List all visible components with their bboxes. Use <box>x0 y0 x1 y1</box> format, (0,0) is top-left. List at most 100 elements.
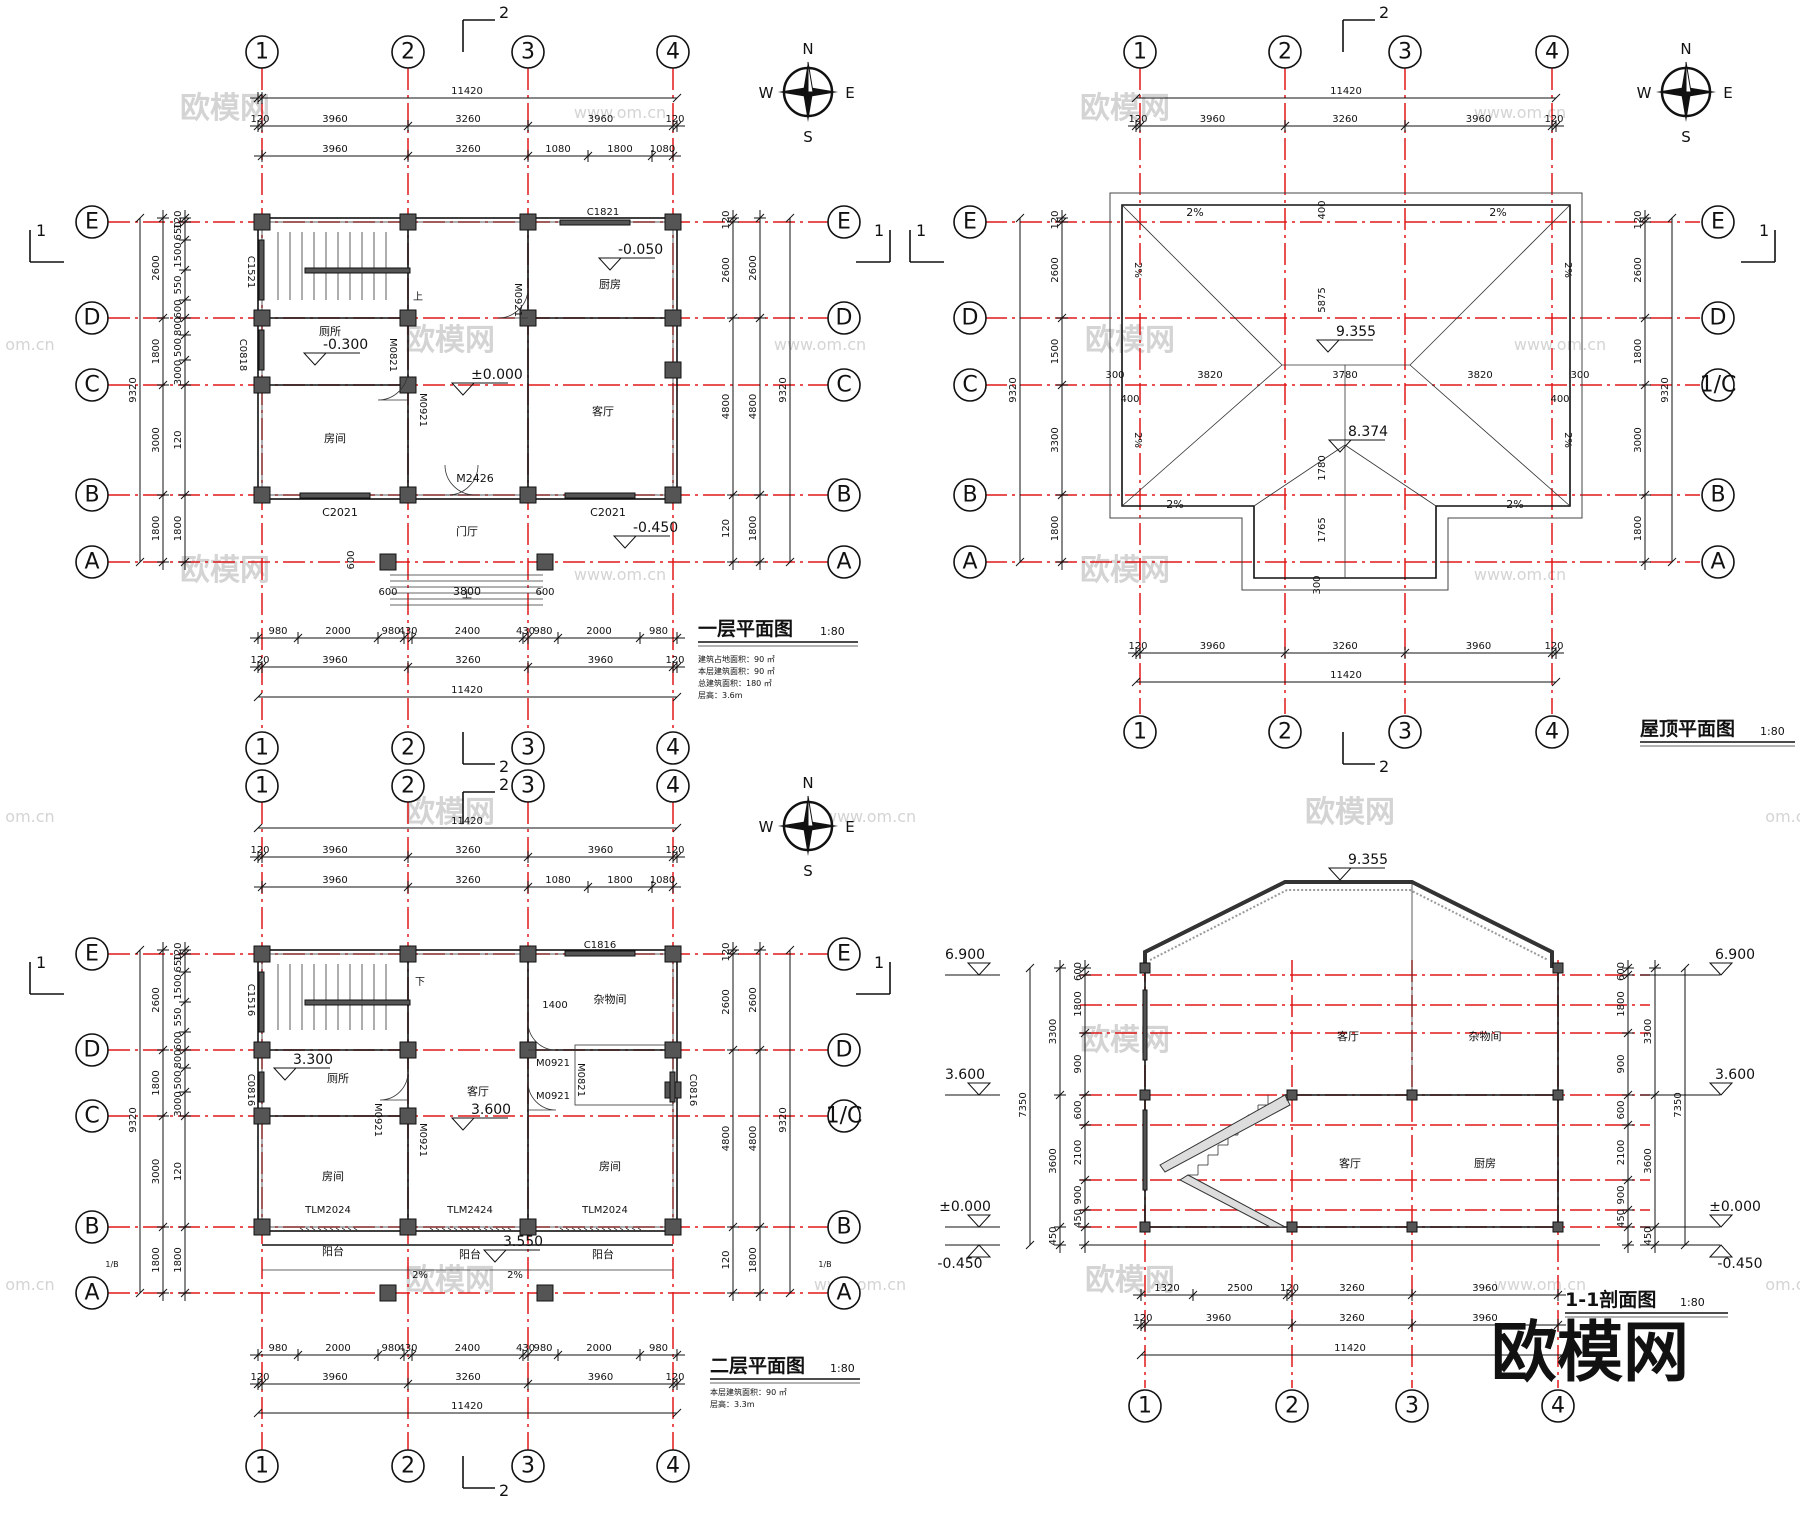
roof-bubble-row-E-circle <box>1701 205 1735 239</box>
dim-tick <box>1015 557 1025 567</box>
plan2-dim-overall-bot-value: 11420 <box>451 1401 483 1412</box>
plan2-dim-top1-value: 3960 <box>322 845 347 856</box>
roof-slope-label: 2% <box>1132 432 1143 448</box>
plan2-room-storage: 杂物间 <box>594 992 627 1006</box>
section-dim-right1-value: 600 <box>1616 962 1627 981</box>
plan2-dim-bot1-value: 980 <box>381 1343 400 1354</box>
plan1-dim-bot1-value: 2000 <box>586 626 611 637</box>
roof-section-mark-left-num: 1 <box>916 221 926 240</box>
plan2-bubble-row-C-text: C <box>84 1104 99 1129</box>
section-title: 1-1剖面图 <box>1565 1288 1656 1311</box>
dim-tick <box>1015 213 1025 223</box>
plan2-bubble-row-D-text: D <box>84 1038 101 1063</box>
roof-bubble-col-2-text: 2 <box>1278 720 1292 745</box>
plan1-dim-top2-value: 1080 <box>545 144 570 155</box>
roof-slope-label: 2% <box>1166 498 1183 511</box>
plan1-tag-c2021b: C2021 <box>590 506 626 519</box>
plan2-bubble-col-4-text: 4 <box>666 774 680 799</box>
dimension-lines <box>135 92 1720 1418</box>
plan2-bubble-col-1-circle <box>245 769 279 803</box>
plan1-dim-bot1-value: 980 <box>533 626 552 637</box>
plan1-bubble-col-3-circle <box>511 35 545 69</box>
roof-dim-bot-value: 3260 <box>1332 641 1357 652</box>
dim-tick <box>1680 1240 1690 1250</box>
column <box>399 213 417 231</box>
section-bubble-col-3-circle <box>1395 1389 1429 1423</box>
door-swing <box>377 369 409 401</box>
roof-bubble-row-C-text: 1/C <box>1700 373 1737 398</box>
column <box>519 1218 537 1236</box>
roof-dim-right-value: 2600 <box>1633 257 1644 282</box>
column <box>253 213 271 231</box>
line <box>465 1227 470 1231</box>
roof-bubble-row-A: A <box>1701 545 1735 579</box>
plan2-stair-down: 下 <box>415 977 425 988</box>
roof-bubble-row-E-circle <box>953 205 987 239</box>
roof-bubble-row-A-circle <box>1701 545 1735 579</box>
plan2-room-bedroom-left: 房间 <box>322 1170 344 1183</box>
plan2-dim-right1-value: 4800 <box>721 1126 732 1151</box>
roof-bubble-col-1-text: 1 <box>1133 40 1147 65</box>
plan1-tag-c1821: C1821 <box>587 207 619 218</box>
plan1-tag-c2021a: C2021 <box>322 506 358 519</box>
plan1-bubble-col-1-circle <box>245 731 279 765</box>
column <box>519 945 537 963</box>
door-swing <box>497 287 529 319</box>
roof-dim-bot-value: 3960 <box>1466 641 1491 652</box>
roof-slope-label: 2% <box>1132 262 1143 278</box>
section-bubble-col-1-text: 1 <box>1138 1394 1152 1419</box>
plan2-bubble-col-1: 1 <box>245 769 279 803</box>
plan2-tag-tlm2424: TLM2424 <box>446 1205 493 1216</box>
section-dim-bot1-value: 1320 <box>1154 1283 1179 1294</box>
plan1-bubble-row-E: E <box>827 205 861 239</box>
roof-hip-line <box>1344 444 1437 507</box>
line <box>453 1227 458 1231</box>
dim-tick <box>253 93 263 103</box>
roof-dim: 3820 <box>1467 370 1492 381</box>
section-bubble-col-2-circle <box>1275 1389 1309 1423</box>
roof-elev-low: 8.374 <box>1348 424 1388 440</box>
plan2-bubble-row-A: A <box>75 1276 109 1310</box>
plan2-dim-top1-value: 120 <box>250 845 269 856</box>
plan2-dim-bot1-value: 430 <box>516 1343 535 1354</box>
column <box>253 1218 271 1236</box>
roof-dim-right-value: 1800 <box>1633 516 1644 541</box>
roof-elev-top: 9.355 <box>1336 324 1376 340</box>
plan2-bubble-row-B: B <box>75 1210 109 1244</box>
column <box>399 1041 417 1059</box>
plan1-bubble-row-D-circle <box>827 301 861 335</box>
roof-dim-overall-bot-value: 11420 <box>1330 670 1362 681</box>
plan2-bubble-col-1-text: 1 <box>255 774 269 799</box>
column <box>536 553 554 571</box>
dim-tick <box>672 692 682 702</box>
plan1-elev-main: ±0.000 <box>471 367 523 383</box>
plan2-bubble-row-C-circle <box>827 1099 861 1133</box>
plan1-dim-left2-value: 3000 <box>151 427 162 452</box>
line <box>495 1227 500 1231</box>
section-dim-left1-value: 2100 <box>1073 1140 1084 1165</box>
section-dim-left1-value: 900 <box>1073 1054 1084 1073</box>
plan2-bubble-row-E-text: E <box>837 942 851 967</box>
plan2-section-mark-top-num: 2 <box>499 775 509 794</box>
roof-bubble-col-1-circle <box>1123 35 1157 69</box>
plan1-dim-bot1-value: 980 <box>649 626 668 637</box>
section-dim-bot2-value: 3960 <box>1206 1313 1231 1324</box>
plan1-bubble-row-C-circle <box>75 368 109 402</box>
plan1-bubble-col-2-text: 2 <box>401 40 415 65</box>
plan2-dim-left1-value: 1800 <box>173 1247 184 1272</box>
plan2-bubble-col-2-circle <box>391 769 425 803</box>
plan2-room-bedroom-right: 房间 <box>599 1160 621 1173</box>
roof-dim-right-value: 3000 <box>1633 427 1644 452</box>
section-dim-bot1-value: 2500 <box>1227 1283 1252 1294</box>
roof-bubble-row-D-circle <box>953 301 987 335</box>
plan1-note: 层高：3.6m <box>698 690 743 700</box>
plan1-dim-top1-value: 3260 <box>455 114 480 125</box>
plan2-dim-top1-value: 3960 <box>588 845 613 856</box>
roof-dim-top-value: 120 <box>1128 114 1147 125</box>
plan2-elev-toilet-triangle <box>272 1067 298 1081</box>
plan1-room-living: 客厅 <box>592 404 614 418</box>
line <box>631 1227 636 1231</box>
line <box>477 1227 482 1231</box>
plan1-dim-right2-value: 4800 <box>748 394 759 419</box>
plan1-room-porch: 门厅 <box>456 524 478 538</box>
